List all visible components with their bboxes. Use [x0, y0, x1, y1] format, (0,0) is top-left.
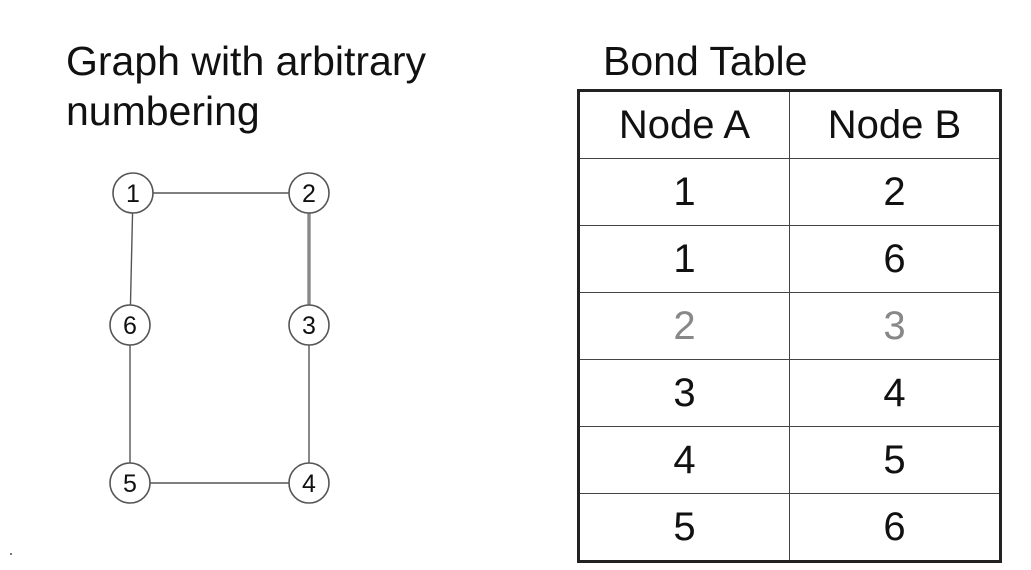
node-circle	[109, 462, 151, 504]
cell-node-a: 2	[578, 292, 790, 360]
node-label: 3	[302, 312, 316, 340]
node-label: 5	[123, 470, 137, 498]
node-circle	[288, 172, 330, 214]
stray-dot	[10, 553, 12, 555]
node-circle	[109, 304, 151, 346]
bond-table-header-row: Node A Node B	[578, 90, 1001, 159]
cell-node-b: 3	[789, 292, 1001, 360]
edge-1-6	[129, 212, 134, 306]
cell-node-a: 3	[578, 359, 790, 427]
cell-node-b: 2	[789, 158, 1001, 226]
node-label: 6	[123, 312, 137, 340]
graph-node-5: 5	[109, 462, 151, 504]
graph-node-2: 2	[288, 172, 330, 214]
bond-table-title: Bond Table	[603, 38, 808, 84]
cell-node-b: 5	[789, 426, 1001, 494]
cell-node-b: 6	[789, 493, 1001, 562]
node-label: 4	[302, 470, 316, 498]
node-circle	[288, 462, 330, 504]
node-circle	[112, 172, 154, 214]
graph-node-3: 3	[288, 304, 330, 346]
cell-node-a: 1	[578, 225, 790, 293]
cell-node-b: 4	[789, 359, 1001, 427]
cell-node-b: 6	[789, 225, 1001, 293]
graph-node-1: 1	[112, 172, 154, 214]
cell-node-a: 5	[578, 493, 790, 562]
graph-node-4: 4	[288, 462, 330, 504]
cell-node-a: 4	[578, 426, 790, 494]
node-circle	[288, 304, 330, 346]
graph-title: Graph with arbitrary numbering	[66, 38, 427, 134]
column-header-node-b: Node B	[789, 90, 1001, 159]
cell-node-a: 1	[578, 158, 790, 226]
edges-layer	[129, 192, 311, 484]
graph-node-6: 6	[109, 304, 151, 346]
node-label: 2	[302, 180, 316, 208]
node-label: 1	[126, 180, 140, 208]
nodes-layer: 1 2 3 4 5 6	[109, 172, 330, 504]
column-header-node-a: Node A	[578, 90, 790, 159]
